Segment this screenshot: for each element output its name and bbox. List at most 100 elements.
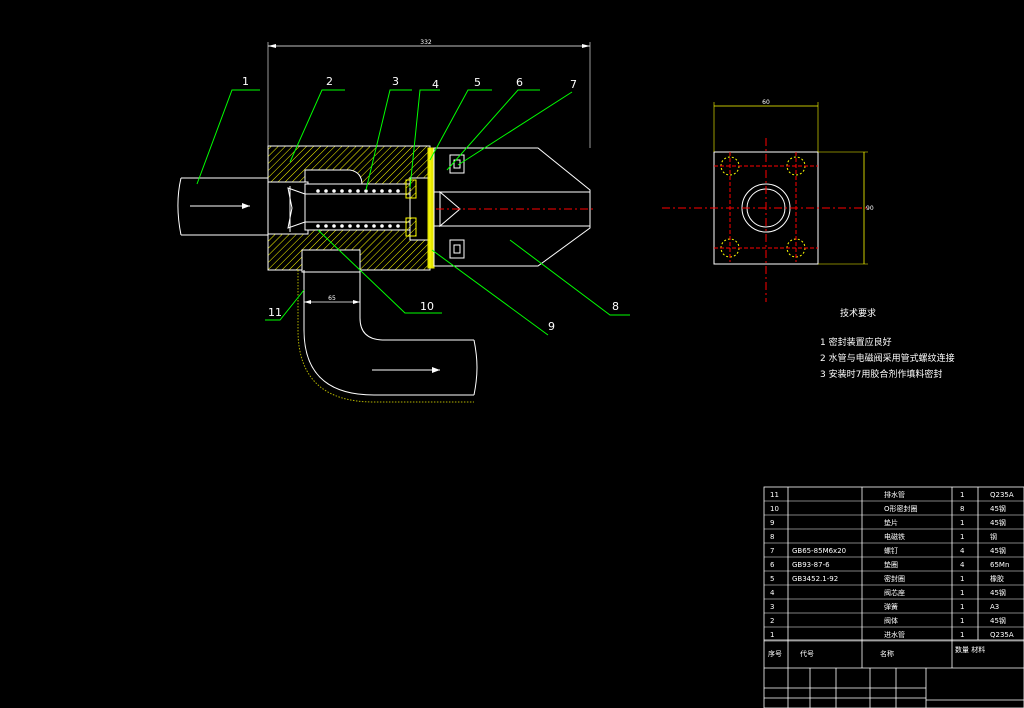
spring-upper bbox=[316, 189, 400, 193]
callout-1: 1 bbox=[242, 75, 249, 88]
bom-cell-name: 排水管 bbox=[884, 490, 905, 499]
bom-cell-no: 9 bbox=[770, 519, 774, 527]
bom-cell-qty: 1 bbox=[960, 589, 964, 597]
bom-cell-no: 10 bbox=[770, 505, 779, 513]
bom-row: 11 排水管 1 Q235A bbox=[764, 490, 1024, 502]
bom-cell-name: 电磁铁 bbox=[884, 532, 905, 541]
notes-item-3: 3 安装时7用胶合剂作填料密封 bbox=[820, 368, 942, 380]
bom-cell-qty: 1 bbox=[960, 617, 964, 625]
inlet-pipe bbox=[177, 177, 268, 236]
bom-cell-qty: 8 bbox=[960, 505, 964, 513]
bom-cell-name: 弹簧 bbox=[884, 602, 898, 611]
outlet-pipe bbox=[297, 270, 478, 403]
callout-2: 2 bbox=[326, 75, 333, 88]
bom-cell-name: O形密封圈 bbox=[884, 504, 918, 513]
bom-row: 8 电磁铁 1 钢 bbox=[764, 532, 1024, 544]
outlet-flow-arrow bbox=[372, 367, 440, 373]
bom-cell-material: 45钢 bbox=[990, 588, 1006, 597]
bom-cell-no: 6 bbox=[770, 561, 775, 569]
bom-row: 6 GB93-87-6 垫圈 4 65Mn bbox=[764, 560, 1024, 572]
bom-cell-material: Q235A bbox=[990, 491, 1014, 499]
bom-cell-name: 垫片 bbox=[884, 518, 898, 527]
bom-cell-material: 橡胶 bbox=[990, 574, 1004, 583]
bom-row: 7 GB65-85M6x20 螺钉 4 45钢 bbox=[764, 546, 1024, 558]
bom-row: 1 进水管 1 Q235A bbox=[764, 630, 1024, 642]
bom-cell-name: 进水管 bbox=[884, 630, 905, 639]
bom-cell-material: 45钢 bbox=[990, 546, 1006, 555]
bom-cell-qty: 1 bbox=[960, 631, 964, 639]
inlet-flow-arrow bbox=[190, 203, 250, 209]
bom-header-qty-material: 数量 材料 bbox=[955, 645, 985, 654]
bom-cell-code: GB3452.1-92 bbox=[792, 575, 838, 583]
seal-ring bbox=[427, 147, 435, 269]
bom-cell-qty: 1 bbox=[960, 533, 964, 541]
callout-11: 11 bbox=[268, 306, 282, 319]
bom-cell-qty: 1 bbox=[960, 491, 964, 499]
callout-4: 4 bbox=[432, 78, 439, 91]
flange-dimensions: 60 90 bbox=[713, 99, 874, 265]
bom-row: 2 阀体 1 45钢 bbox=[764, 616, 1024, 628]
leader-lines bbox=[196, 89, 630, 336]
bom-cell-no: 4 bbox=[770, 589, 775, 597]
flange-view bbox=[662, 138, 868, 302]
bom-cell-material: Q235A bbox=[990, 631, 1014, 639]
bom-cell-material: 45钢 bbox=[990, 616, 1006, 625]
bom-cell-no: 1 bbox=[770, 631, 774, 639]
bom-cell-no: 11 bbox=[770, 491, 779, 499]
spring-lower bbox=[316, 224, 400, 228]
bom-row: 3 弹簧 1 A3 bbox=[764, 602, 1024, 614]
callout-9: 9 bbox=[548, 320, 555, 333]
callout-labels: 1 2 3 4 5 6 7 8 9 10 11 bbox=[242, 75, 619, 333]
notes-item-2: 2 水管与电磁阀采用管式螺纹连接 bbox=[820, 352, 955, 364]
bom-cell-code: GB93-87-6 bbox=[792, 561, 830, 569]
technical-notes: 技术要求 1 密封装置应良好 2 水管与电磁阀采用管式螺纹连接 3 安装时7用胶… bbox=[820, 307, 955, 380]
callout-7: 7 bbox=[570, 78, 577, 91]
bom-cell-qty: 1 bbox=[960, 575, 964, 583]
dimension-pipe: 65 bbox=[304, 295, 360, 304]
bom-cell-name: 阀体 bbox=[884, 616, 898, 625]
bom-cell-material: A3 bbox=[990, 603, 999, 611]
dimension-overall-label: 332 bbox=[420, 39, 432, 46]
callout-6: 6 bbox=[516, 76, 523, 89]
flange-height-label: 90 bbox=[866, 205, 874, 212]
bom-cell-name: 螺钉 bbox=[884, 546, 898, 555]
flange-width-label: 60 bbox=[762, 99, 770, 106]
callout-3: 3 bbox=[392, 75, 399, 88]
callout-8: 8 bbox=[612, 300, 619, 313]
bom-cell-no: 2 bbox=[770, 617, 774, 625]
bom-header-no: 序号 bbox=[768, 649, 782, 658]
bom-cell-material: 65Mn bbox=[990, 561, 1009, 569]
callout-5: 5 bbox=[474, 76, 481, 89]
bom-cell-no: 5 bbox=[770, 575, 774, 583]
bom-cell-qty: 4 bbox=[960, 547, 965, 555]
bom-cell-code: GB65-85M6x20 bbox=[792, 547, 846, 555]
bom-cell-no: 3 bbox=[770, 603, 774, 611]
bom-header: 序号 代号 名称 数量 材料 bbox=[768, 645, 985, 658]
screw-lower bbox=[449, 239, 465, 259]
bom-cell-qty: 1 bbox=[960, 603, 964, 611]
solenoid-housing bbox=[433, 147, 591, 267]
bom-cell-material: 钢 bbox=[990, 532, 997, 541]
section-view bbox=[177, 145, 595, 403]
bom-cell-material: 45钢 bbox=[990, 504, 1006, 513]
bom-cell-qty: 4 bbox=[960, 561, 965, 569]
dimension-overall: 332 bbox=[267, 39, 591, 148]
bom-cell-name: 垫圈 bbox=[884, 560, 898, 569]
notes-item-1: 1 密封装置应良好 bbox=[820, 336, 892, 348]
dimension-pipe-label: 65 bbox=[328, 295, 336, 302]
bom-cell-no: 8 bbox=[770, 533, 774, 541]
callout-10: 10 bbox=[420, 300, 434, 313]
bom-table bbox=[763, 486, 1024, 708]
bom-row: 10 O形密封圈 8 45钢 bbox=[764, 504, 1024, 516]
bom-cell-material: 45钢 bbox=[990, 518, 1006, 527]
bom-header-code: 代号 bbox=[800, 649, 814, 658]
poppet-valve bbox=[287, 186, 410, 232]
bom-cell-no: 7 bbox=[770, 547, 774, 555]
bom-header-name: 名称 bbox=[880, 649, 894, 658]
notes-title: 技术要求 bbox=[840, 307, 876, 319]
